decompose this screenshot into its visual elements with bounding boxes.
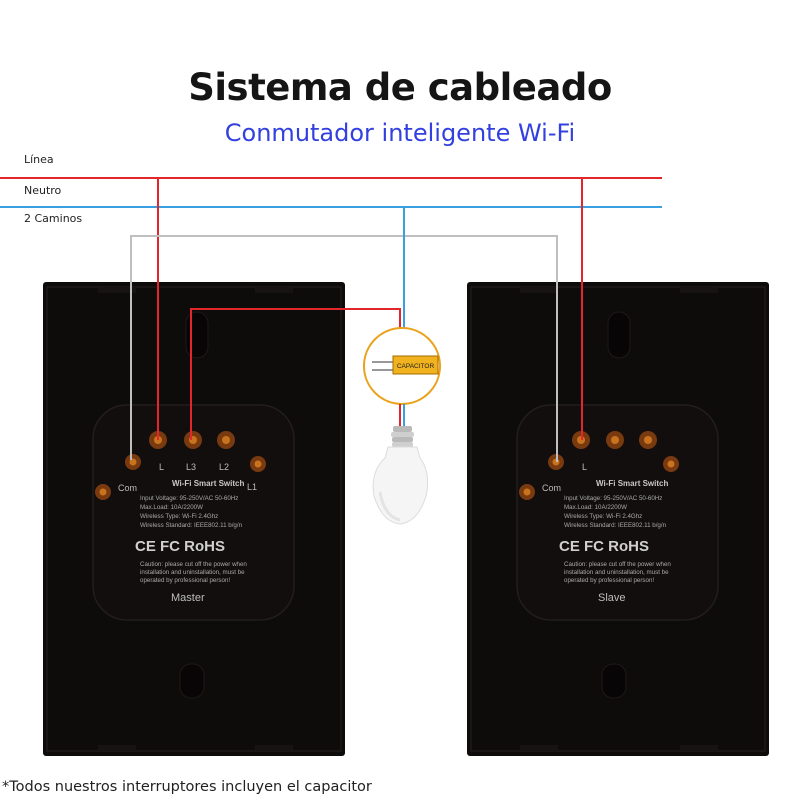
master-spec-line: Wireless Type: Wi-Fi 2.4Ghz — [140, 513, 218, 520]
master-caution-line: Caution: please cut off the power when — [140, 561, 247, 568]
slave-caution-line: installation and uninstallation, must be — [564, 569, 669, 576]
master-l-label: L — [159, 462, 164, 472]
slave-name-label: Slave — [598, 592, 626, 604]
light-bulb-icon — [372, 426, 428, 525]
master-spec-line: Max.Load: 10A/2200W — [140, 504, 203, 511]
footnote: *Todos nuestros interruptores incluyen e… — [2, 779, 372, 795]
master-spec-line: Input Voltage: 95-250V/AC 50-60Hz — [140, 495, 238, 502]
slave-spec-line: Input Voltage: 95-250V/AC 50-60Hz — [564, 495, 662, 502]
neutral-wire-label: Neutro — [24, 184, 62, 197]
slave-switch: Com L Wi-Fi Smart Switch Input Voltage: … — [467, 282, 769, 756]
slave-spec-line: Max.Load: 10A/2200W — [564, 504, 627, 511]
master-product-label: Wi-Fi Smart Switch — [172, 479, 244, 488]
two-way-wire — [130, 235, 558, 462]
slave-l-label: L — [582, 462, 587, 472]
master-output-wire — [190, 308, 401, 440]
master-name-label: Master — [171, 592, 205, 604]
slave-spec-line: Wireless Standard: IEEE802.11 b/g/n — [564, 522, 667, 529]
slave-caution-line: Caution: please cut off the power when — [564, 561, 671, 568]
slave-spec-line: Wireless Type: Wi-Fi 2.4Ghz — [564, 513, 642, 520]
master-module-panel — [92, 404, 295, 621]
two-way-wire-label: 2 Caminos — [24, 212, 83, 225]
master-caution-line: operated by professional person! — [140, 577, 230, 584]
master-l3-label: L3 — [186, 462, 196, 472]
slave-caution-line: operated by professional person! — [564, 577, 654, 584]
page-subtitle: Conmutador inteligente Wi-Fi — [224, 119, 576, 147]
master-l1-label: L1 — [247, 482, 257, 492]
master-switch: Com L L3 L2 L1 Wi-Fi Smart Switch Input … — [43, 282, 345, 756]
capacitor-label: CAPACITOR — [397, 363, 435, 370]
master-cert-marks: CE FC RoHS — [135, 538, 225, 555]
line-wire-label: Línea — [24, 153, 54, 166]
page-title: Sistema de cableado — [188, 66, 612, 109]
slave-cert-marks: CE FC RoHS — [559, 538, 649, 555]
master-spec-line: Wireless Standard: IEEE802.11 b/g/n — [140, 522, 243, 529]
master-com-label: Com — [118, 483, 137, 493]
slave-com-label: Com — [542, 483, 561, 493]
slave-product-label: Wi-Fi Smart Switch — [596, 479, 668, 488]
master-caution-line: installation and uninstallation, must be — [140, 569, 245, 576]
master-l2-label: L2 — [219, 462, 229, 472]
capacitor-callout: CAPACITOR — [363, 327, 441, 405]
capacitor-body — [392, 355, 439, 375]
